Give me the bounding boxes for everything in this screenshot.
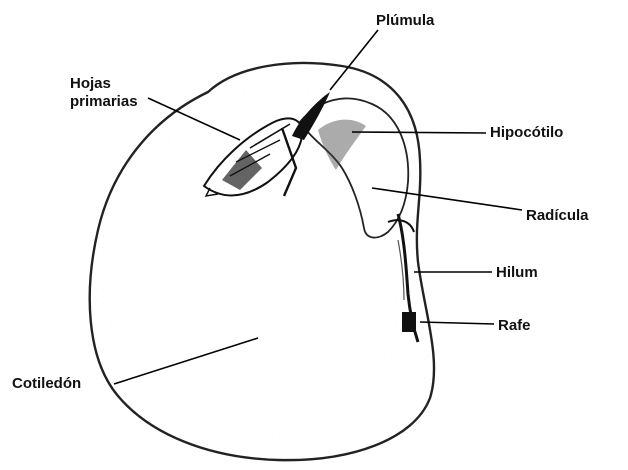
label-hojas-line2: primarias (70, 93, 138, 110)
label-radicula: Radícula (526, 207, 589, 224)
label-hojas-line1: Hojas (70, 75, 111, 92)
label-plumula: Plúmula (376, 12, 435, 29)
label-hilum: Hilum (496, 264, 538, 281)
rafe-leader (420, 322, 494, 324)
label-rafe: Rafe (498, 317, 531, 334)
cotyledon-shading (80, 60, 460, 470)
label-cotiledon: Cotiledón (12, 375, 81, 392)
hipocotilo-leader (352, 132, 486, 133)
label-hipocotilo: Hipocótilo (490, 124, 563, 141)
